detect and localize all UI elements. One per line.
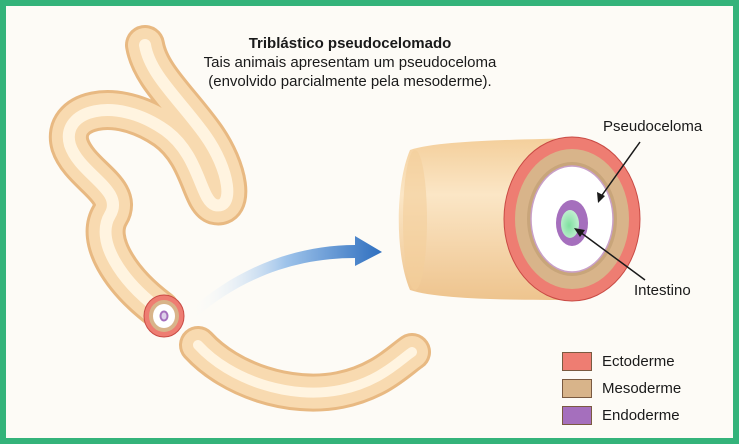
subtitle-line-2: (envolvido parcialmente pela mesoderme). xyxy=(200,72,500,91)
legend-item-endoderme: Endoderme xyxy=(562,402,681,429)
intestino-label: Intestino xyxy=(634,282,691,299)
legend-swatch-mesoderme xyxy=(562,379,592,398)
worm-lower xyxy=(198,345,412,393)
subtitle-line-1: Tais animais apresentam um pseudoceloma xyxy=(200,53,500,72)
legend-label: Mesoderme xyxy=(602,380,681,397)
header-text: Triblástico pseudocelomado Tais animais … xyxy=(200,34,500,91)
pseudoceloma-label: Pseudoceloma xyxy=(603,118,702,135)
enlarged-cylinder xyxy=(399,137,640,301)
legend-item-ectoderme: Ectoderme xyxy=(562,348,681,375)
diagram-title: Triblástico pseudocelomado xyxy=(200,34,500,53)
legend-swatch-endoderme xyxy=(562,406,592,425)
legend-label: Endoderme xyxy=(602,407,680,424)
legend: Ectoderme Mesoderme Endoderme xyxy=(562,348,681,429)
zoom-arrow xyxy=(190,236,382,318)
legend-item-mesoderme: Mesoderme xyxy=(562,375,681,402)
worm-cross-section xyxy=(144,295,184,337)
legend-label: Ectoderme xyxy=(602,353,675,370)
intestine-lumen xyxy=(561,210,579,238)
legend-swatch-ectoderme xyxy=(562,352,592,371)
